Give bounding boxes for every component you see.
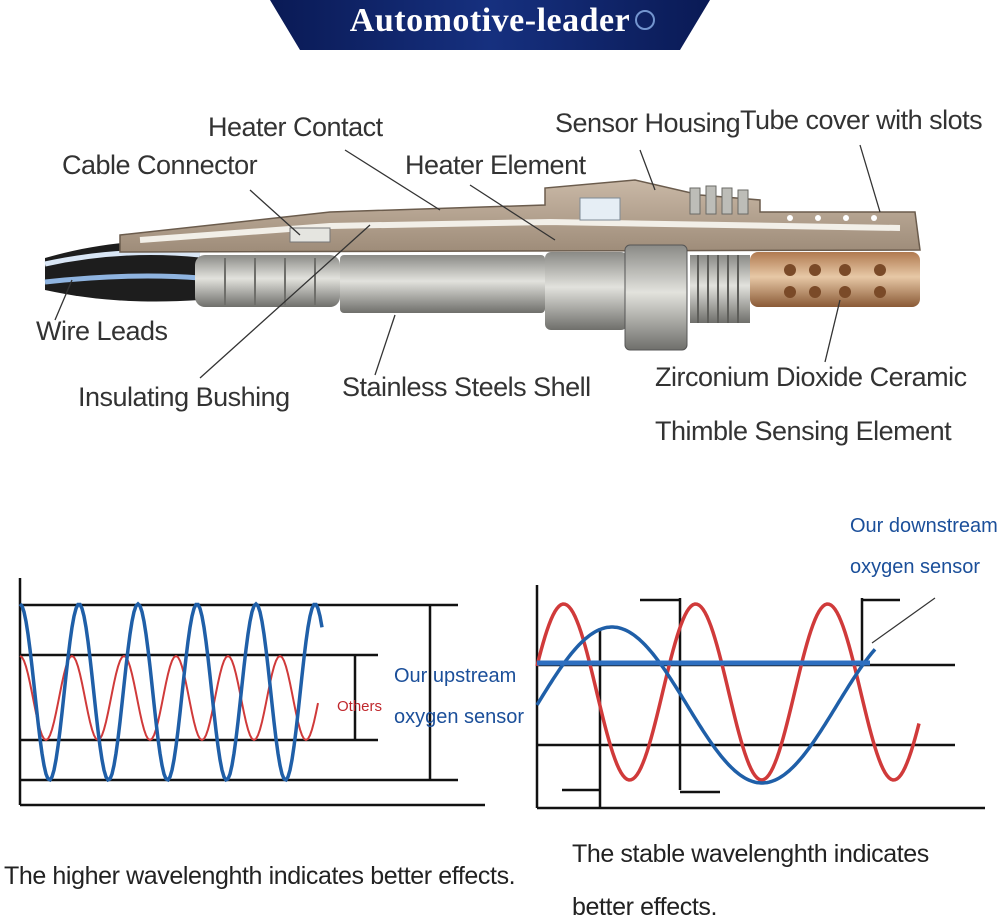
- label-downstream-line1: Our downstream: [850, 515, 998, 538]
- caption-left: The higher wavelenghth indicates better …: [4, 862, 515, 891]
- caption-right-line1: The stable wavelenghth indicates: [572, 840, 929, 869]
- caption-right-line2: better effects.: [572, 893, 717, 922]
- right-pointer-line: [872, 598, 935, 643]
- label-downstream-line2: oxygen sensor: [850, 556, 980, 579]
